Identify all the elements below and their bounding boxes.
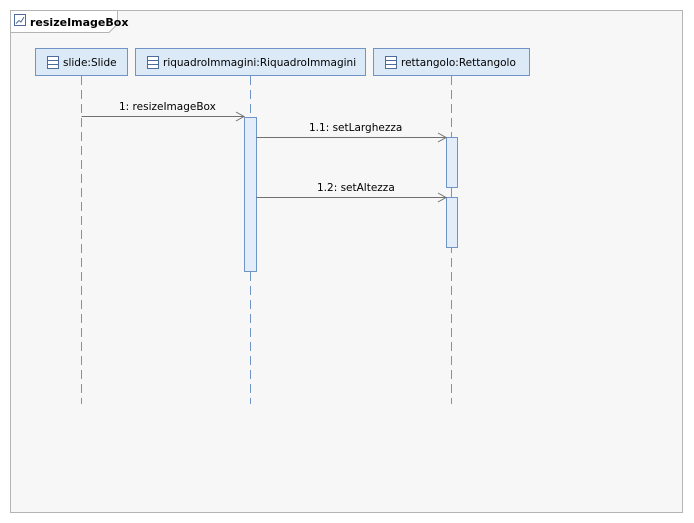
class-icon xyxy=(147,56,159,69)
activation-bar-riquadro[interactable] xyxy=(244,117,257,272)
message-setAltezza[interactable]: 1.2: setAltezza xyxy=(256,182,448,203)
message-label: 1.2: setAltezza xyxy=(317,182,395,194)
lifeline-head-box[interactable] xyxy=(35,48,128,76)
activation-bar-rettangolo-2[interactable] xyxy=(446,197,458,248)
lifeline-label: slide:Slide xyxy=(63,57,117,69)
class-icon xyxy=(385,56,397,69)
diagram-frame xyxy=(10,10,683,513)
arrowhead-icon xyxy=(437,132,448,143)
message-label: 1: resizeImageBox xyxy=(119,101,216,113)
message-setLarghezza[interactable]: 1.1: setLarghezza xyxy=(256,122,448,143)
lifeline-head-box[interactable] xyxy=(373,48,530,76)
arrowhead-icon xyxy=(235,111,246,122)
arrowhead-icon xyxy=(437,192,448,203)
class-icon xyxy=(47,56,59,69)
activation-bar-rettangolo-1[interactable] xyxy=(446,137,458,188)
lifeline-slide[interactable]: slide:Slide xyxy=(35,48,128,76)
lifeline-head-box[interactable] xyxy=(135,48,366,76)
lifeline-label: rettangolo:Rettangolo xyxy=(401,57,516,69)
lifeline-rettangolo[interactable]: rettangolo:Rettangolo xyxy=(373,48,530,76)
sequence-diagram-icon xyxy=(14,14,26,26)
frame-title: resizeImageBox xyxy=(30,16,128,29)
message-label: 1.1: setLarghezza xyxy=(309,122,402,134)
lifeline-riquadro[interactable]: riquadroImmagini:RiquadroImmagini xyxy=(135,48,366,76)
message-resizeImageBox[interactable]: 1: resizeImageBox xyxy=(81,101,246,122)
lifeline-label: riquadroImmagini:RiquadroImmagini xyxy=(163,57,356,69)
frame-title-tab: resizeImageBox xyxy=(10,10,128,33)
